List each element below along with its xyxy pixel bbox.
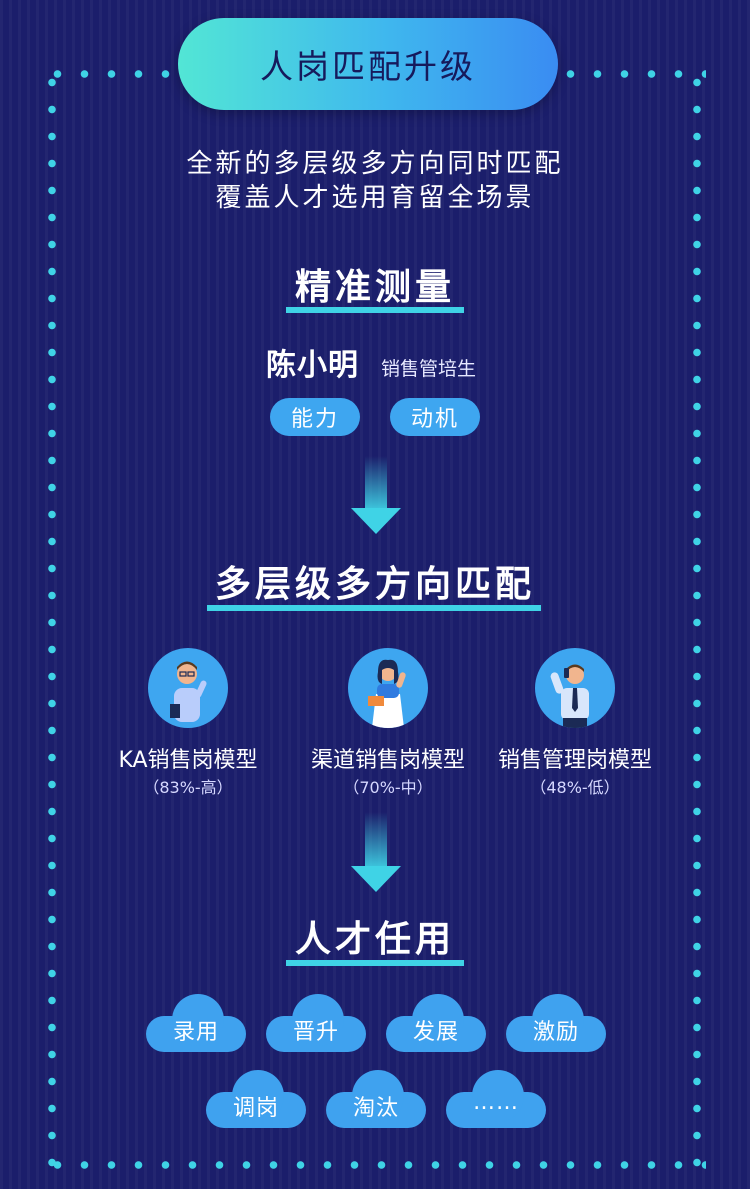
dotted-border-bottom <box>44 1160 706 1170</box>
section-underline-matching <box>207 605 541 611</box>
cloud-hire-label: 录用 <box>172 1020 219 1045</box>
cloud-more[interactable]: …… <box>446 1070 546 1130</box>
section-underline-talent-use <box>286 960 464 966</box>
subtitle-line-1: 全新的多层级多方向同时匹配 <box>186 149 564 179</box>
cloud-transfer[interactable]: 调岗 <box>206 1070 306 1130</box>
person-role: 销售管培生 <box>381 358 477 380</box>
page-title: 人岗匹配升级 <box>260 47 476 86</box>
cloud-incentive-label: 激励 <box>532 1020 579 1045</box>
title-pill: 人岗匹配升级 <box>178 18 558 110</box>
cloud-eliminate[interactable]: 淘汰 <box>326 1070 426 1130</box>
arrow-down-icon <box>351 812 401 892</box>
section-title-talent-use: 人才任用 <box>294 919 455 960</box>
cloud-promote[interactable]: 晋升 <box>266 994 366 1054</box>
person-info: 陈小明 销售管培生 <box>266 340 476 384</box>
cloud-develop[interactable]: 发展 <box>386 994 486 1054</box>
section-title-matching: 多层级多方向匹配 <box>214 564 535 605</box>
tag-motivation[interactable]: 动机 <box>390 398 480 436</box>
avatar-man-glasses-icon <box>148 648 228 728</box>
cloud-hire[interactable]: 录用 <box>146 994 246 1054</box>
dotted-border-right <box>692 69 702 1170</box>
tag-ability[interactable]: 能力 <box>270 398 360 436</box>
model-name-channel-sales: 渠道销售岗模型 <box>310 748 465 773</box>
cloud-promote-label: 晋升 <box>292 1020 339 1045</box>
cloud-more-label: …… <box>473 1090 519 1115</box>
cloud-transfer-label: 调岗 <box>232 1096 279 1121</box>
avatar-woman-icon <box>348 648 428 728</box>
subtitle-line-2: 覆盖人才选用育留全场景 <box>215 183 535 213</box>
section-underline-measure <box>286 307 464 313</box>
arrow-down-icon <box>351 456 401 534</box>
person-name: 陈小明 <box>266 348 359 383</box>
model-score-ka-sales: （83%-高） <box>143 778 233 797</box>
tag-motivation-label: 动机 <box>410 407 459 432</box>
model-name-ka-sales: KA销售岗模型 <box>118 748 258 773</box>
cloud-eliminate-label: 淘汰 <box>352 1096 399 1121</box>
cloud-develop-label: 发展 <box>412 1020 459 1045</box>
tag-ability-label: 能力 <box>290 407 339 432</box>
cloud-incentive[interactable]: 激励 <box>506 994 606 1054</box>
model-score-channel-sales: （70%-中） <box>343 778 433 797</box>
model-name-sales-management: 销售管理岗模型 <box>497 748 652 773</box>
section-title-measure: 精准测量 <box>294 267 455 308</box>
avatar-man-phone-icon <box>535 648 615 728</box>
dotted-border-left <box>47 69 57 1170</box>
model-score-sales-management: （48%-低） <box>530 778 620 797</box>
